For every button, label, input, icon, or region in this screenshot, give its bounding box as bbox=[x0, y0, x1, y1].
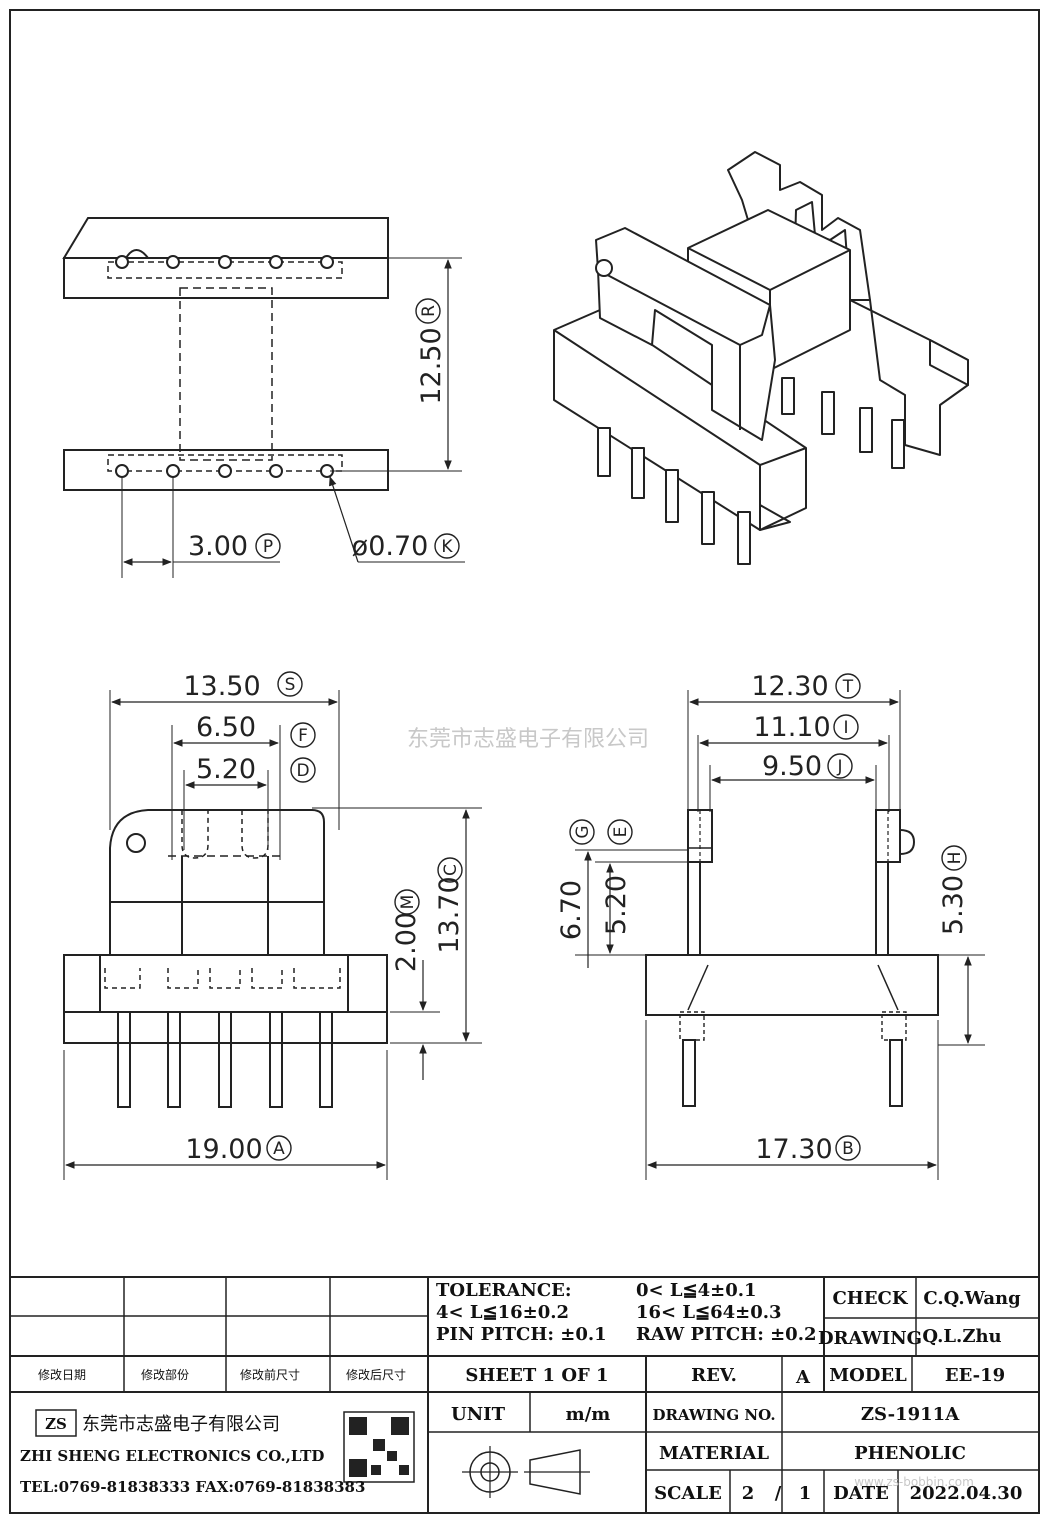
code-i: I bbox=[843, 718, 848, 738]
dim-base-2-00: 2.00 bbox=[391, 912, 422, 972]
code-circle-e bbox=[607, 819, 633, 845]
rev-header-after: 修改后尺寸 bbox=[346, 1367, 406, 1382]
code-circle-h bbox=[941, 845, 967, 871]
dim-width-19-00: 19.00 bbox=[185, 1134, 262, 1165]
code-circle-r bbox=[415, 298, 441, 324]
code-circle-a bbox=[266, 1135, 292, 1161]
code-p: P bbox=[263, 537, 273, 557]
code-m: M bbox=[398, 895, 418, 910]
dim-height-13-70: 13.70 bbox=[434, 876, 465, 953]
dim-height-6-70: 6.70 bbox=[556, 880, 587, 940]
rev-label: REV. bbox=[691, 1365, 737, 1386]
code-circle-j bbox=[827, 753, 853, 779]
scale-numerator: 2 bbox=[742, 1483, 755, 1504]
date-value: 2022.04.30 bbox=[910, 1483, 1023, 1504]
tolerance-range-2: 4< L≦16±0.2 bbox=[436, 1302, 569, 1323]
front-view bbox=[63, 690, 482, 1180]
model-label: MODEL bbox=[829, 1365, 907, 1386]
material-value: PHENOLIC bbox=[854, 1443, 966, 1464]
title-block-text: 修改日期 修改部份 修改前尺寸 修改后尺寸 TOLERANCE: 0< L≦4±… bbox=[20, 1280, 1022, 1504]
code-k: K bbox=[441, 537, 453, 557]
code-d: D bbox=[296, 761, 309, 781]
company-name-en: ZHI SHENG ELECTRONICS CO.,LTD bbox=[20, 1447, 324, 1465]
model-value: EE-19 bbox=[945, 1365, 1005, 1386]
tolerance-range-3: 16< L≦64±0.3 bbox=[636, 1302, 782, 1323]
rev-value: A bbox=[795, 1367, 811, 1388]
code-j: J bbox=[836, 757, 842, 777]
code-c: C bbox=[441, 864, 461, 876]
code-circle-k bbox=[434, 533, 460, 559]
check-value: C.Q.Wang bbox=[923, 1288, 1021, 1309]
isometric-view bbox=[553, 151, 969, 565]
code-circle-s bbox=[277, 671, 303, 697]
date-label: DATE bbox=[833, 1483, 889, 1504]
company-logo-text: ZS bbox=[45, 1415, 67, 1433]
tolerance-range-1: 0< L≦4±0.1 bbox=[636, 1280, 757, 1301]
company-contact: TEL:0769-81838333 FAX:0769-81838383 bbox=[20, 1478, 365, 1496]
code-circle-b bbox=[835, 1135, 861, 1161]
watermark-url: www.zs-bobbin.com bbox=[854, 1475, 974, 1489]
dim-height-5-20: 5.20 bbox=[601, 875, 632, 935]
drawing-label: DRAWING bbox=[818, 1328, 922, 1349]
code-circle-c bbox=[437, 857, 463, 883]
code-r: R bbox=[419, 305, 439, 317]
drawing-no-label: DRAWING NO. bbox=[652, 1406, 775, 1424]
top-view bbox=[62, 217, 465, 578]
sheet-text: SHEET 1 OF 1 bbox=[465, 1365, 608, 1386]
code-b: B bbox=[842, 1139, 854, 1159]
code-a: A bbox=[273, 1139, 285, 1159]
check-label: CHECK bbox=[832, 1288, 908, 1309]
drawing-value: Q.L.Zhu bbox=[922, 1326, 1001, 1347]
code-circle-i bbox=[833, 714, 859, 740]
code-s: S bbox=[285, 675, 296, 695]
dim-inner-5-20: 5.20 bbox=[196, 754, 256, 785]
raw-pitch: RAW PITCH: ±0.2 bbox=[636, 1324, 817, 1345]
rev-header-date: 修改日期 bbox=[38, 1367, 86, 1382]
code-circle-g bbox=[569, 819, 595, 845]
dim-pin-dia: ø0.70 bbox=[352, 531, 429, 562]
material-label: MATERIAL bbox=[659, 1443, 769, 1464]
unit-label: UNIT bbox=[451, 1404, 506, 1425]
scale-separator: / bbox=[775, 1483, 782, 1504]
rev-header-part: 修改部份 bbox=[141, 1367, 189, 1382]
tolerance-label: TOLERANCE: bbox=[436, 1280, 572, 1301]
front-view-labels: 13.50 S 6.50 F 5.20 D 13.70 C 2.00 M 19.… bbox=[183, 671, 465, 1165]
code-f: F bbox=[298, 726, 308, 746]
side-view-labels: 12.30 T 11.10 I 9.50 J G E 6.70 5.20 5.3… bbox=[556, 671, 969, 1165]
dim-height-5-30: 5.30 bbox=[938, 875, 969, 935]
sheet-border bbox=[9, 9, 1040, 1514]
company-name-cn: 东莞市志盛电子有限公司 bbox=[82, 1414, 280, 1435]
pin-pitch: PIN PITCH: ±0.1 bbox=[436, 1324, 607, 1345]
side-view bbox=[575, 690, 985, 1180]
dim-width-12-30: 12.30 bbox=[751, 671, 828, 702]
code-h: H bbox=[945, 852, 965, 865]
dim-width-9-50: 9.50 bbox=[762, 751, 822, 782]
code-e: E bbox=[611, 827, 631, 838]
dim-inner-6-50: 6.50 bbox=[196, 712, 256, 743]
rev-header-before: 修改前尺寸 bbox=[240, 1367, 300, 1382]
top-view-labels: 12.50 R 3.00 P ø0.70 K bbox=[188, 298, 460, 562]
code-t: T bbox=[842, 677, 854, 697]
title-block bbox=[10, 1276, 1039, 1513]
dim-width-17-30: 17.30 bbox=[755, 1134, 832, 1165]
watermark-text: 东莞市志盛电子有限公司 bbox=[407, 727, 649, 752]
code-circle-m bbox=[394, 889, 420, 915]
code-circle-p bbox=[255, 533, 281, 559]
code-circle-f bbox=[290, 722, 316, 748]
dim-width-11-10: 11.10 bbox=[753, 712, 830, 743]
scale-denominator: 1 bbox=[799, 1483, 812, 1504]
code-g: G bbox=[573, 825, 593, 838]
unit-value: m/m bbox=[566, 1404, 611, 1425]
dim-pitch-3-00: 3.00 bbox=[188, 531, 248, 562]
code-circle-t bbox=[835, 673, 861, 699]
dim-width-13-50: 13.50 bbox=[183, 671, 260, 702]
dim-height-12-50: 12.50 bbox=[416, 327, 447, 404]
drawing-no-value: ZS-1911A bbox=[861, 1404, 960, 1425]
scale-label: SCALE bbox=[654, 1483, 722, 1504]
code-circle-d bbox=[290, 757, 316, 783]
